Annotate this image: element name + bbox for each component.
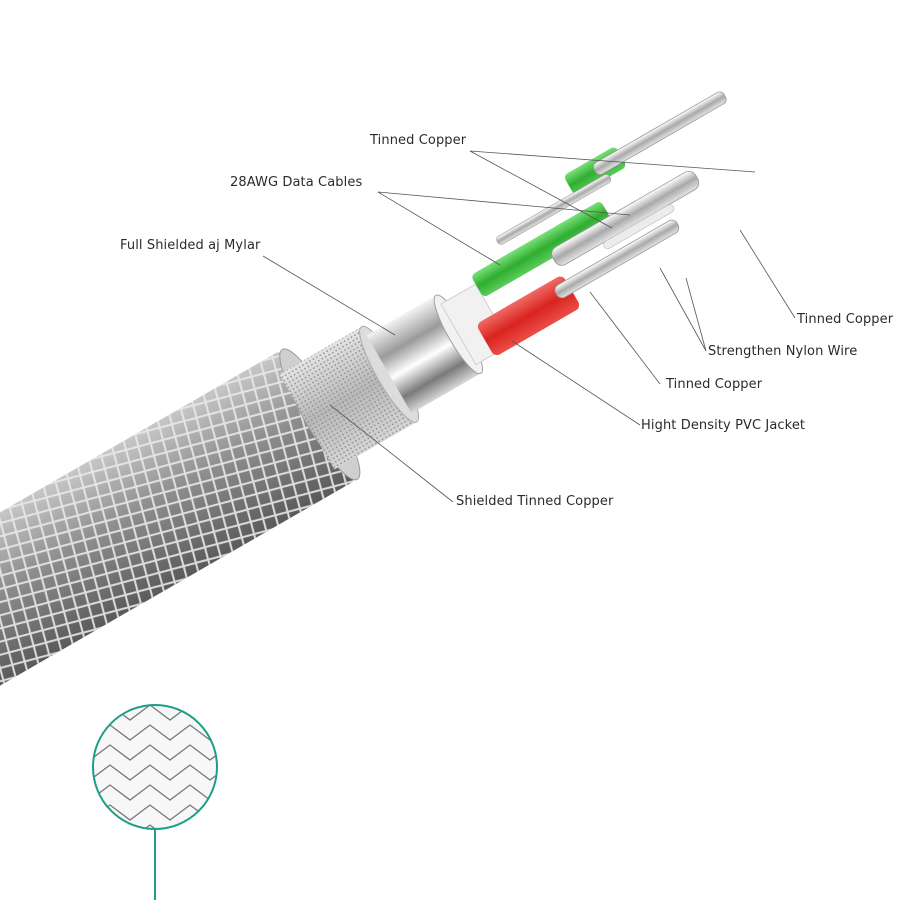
inner-cores bbox=[472, 91, 727, 356]
label-tinned-copper-top: Tinned Copper bbox=[370, 133, 467, 148]
nylon-wire bbox=[603, 204, 675, 250]
tinned-copper-wire-mid bbox=[554, 219, 680, 299]
label-data-cables: 28AWG Data Cables bbox=[230, 175, 363, 190]
leader-lines bbox=[262, 150, 796, 503]
label-shielded-copper: Shielded Tinned Copper bbox=[456, 494, 614, 509]
red-core bbox=[477, 276, 580, 356]
green-core bbox=[472, 202, 612, 297]
label-pvc-jacket: Hight Density PVC Jacket bbox=[641, 418, 806, 433]
label-tinned-copper-right: Tinned Copper bbox=[797, 312, 894, 327]
tinned-copper-wire-top bbox=[593, 91, 727, 175]
label-tinned-copper-mid: Tinned Copper bbox=[666, 377, 763, 392]
label-mylar: Full Shielded aj Mylar bbox=[120, 238, 261, 253]
label-nylon-wire: Strengthen Nylon Wire bbox=[708, 344, 858, 359]
data-cable-wire bbox=[496, 174, 612, 245]
braid-weave-icon bbox=[92, 704, 218, 900]
